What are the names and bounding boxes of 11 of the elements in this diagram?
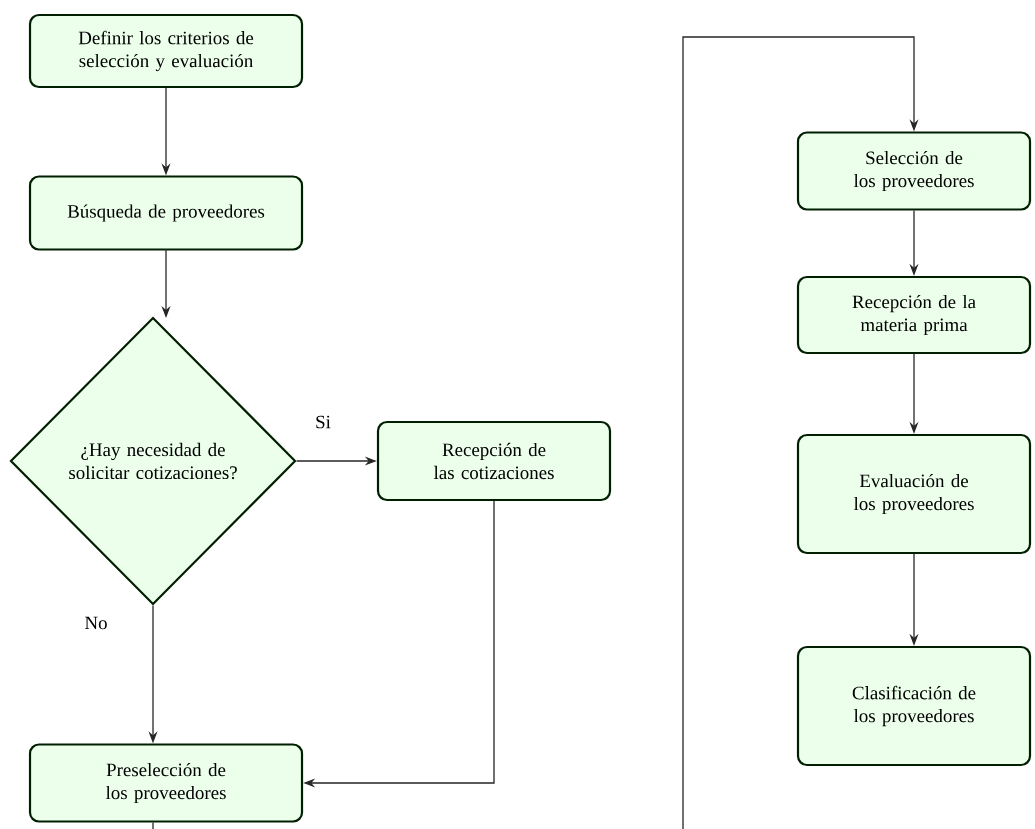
process-box: Evaluación de los proveedores xyxy=(796,433,1032,555)
process-box: Selección de los proveedores xyxy=(796,131,1032,211)
edge-label: No xyxy=(83,615,109,631)
process-box: Recepción de las cotizaciones xyxy=(376,420,612,502)
process-box: Definir los criterios de selección y evaluación xyxy=(28,13,304,89)
edge-label: Si xyxy=(314,414,332,430)
process-box: Clasificación de los proveedores xyxy=(796,645,1032,767)
arrow xyxy=(682,36,919,829)
process-box: Búsqueda de proveedores xyxy=(28,175,304,251)
process-box: Recepción de la materia prima xyxy=(796,275,1032,355)
process-box: Preselección de los proveedores xyxy=(28,743,304,823)
